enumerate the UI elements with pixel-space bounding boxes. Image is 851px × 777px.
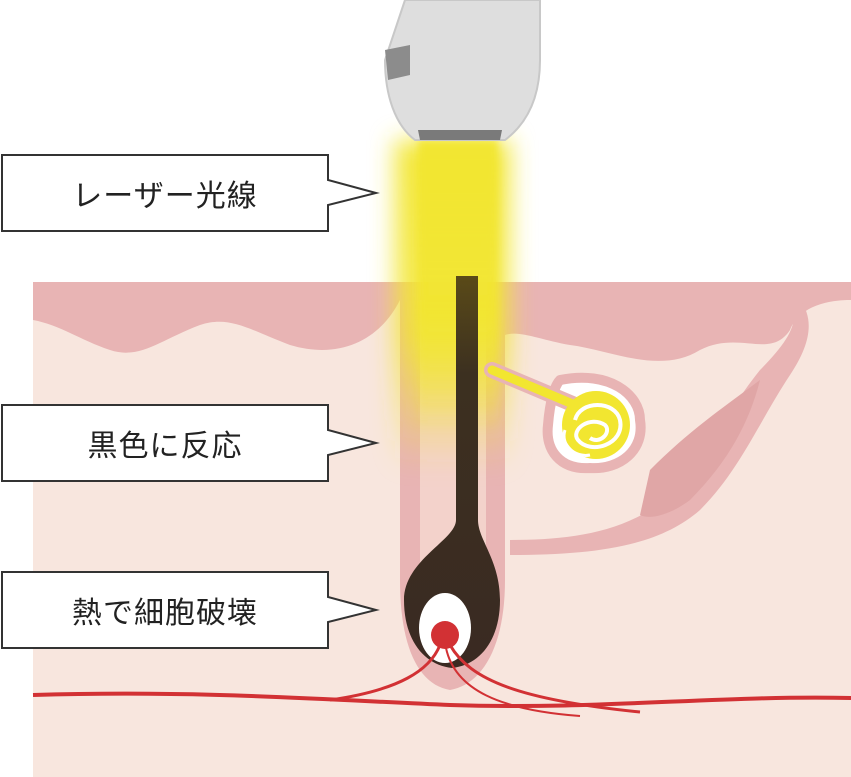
blood-vessel-right-branch	[448, 644, 641, 714]
callout-reaction-box	[1, 404, 380, 482]
epidermis-layer	[33, 282, 851, 361]
callout-laser-box	[1, 154, 380, 232]
callout-laser: レーザー光線	[0, 153, 380, 233]
blood-vessel-right-branch-2	[445, 647, 581, 717]
label-reaction: 黒色に反応	[87, 429, 243, 464]
hair-shaft	[404, 276, 500, 668]
label-laser: レーザー光線	[72, 179, 258, 214]
label-destruction: 熱で細胞破壊	[72, 596, 258, 631]
arrector-muscle-inner	[640, 380, 760, 517]
blood-vessel-left-branch	[329, 644, 442, 702]
laser-device	[383, 0, 541, 141]
callout-destruction: 熱で細胞破壊	[0, 570, 380, 650]
blood-vessel-main	[32, 691, 851, 709]
papilla-blood-node	[431, 621, 459, 649]
callout-destruction-box	[1, 571, 380, 649]
callout-reaction: 黒色に反応	[0, 403, 380, 483]
sebaceous-gland	[484, 362, 646, 474]
